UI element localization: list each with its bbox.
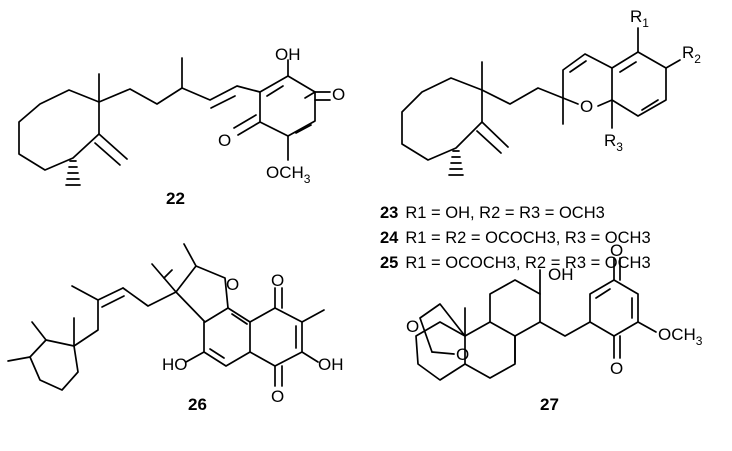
compound-27-structure: OH O O O O OCH3 27 xyxy=(406,241,703,414)
compound-27-quinone-o-bottom-label: O xyxy=(610,359,623,378)
compound-26-ho-label: HO xyxy=(162,355,188,374)
compound-27-lactone-o-label: O xyxy=(456,345,469,364)
compound-23-r3-label: R3 xyxy=(604,131,623,154)
compound-27-quinone-o-top-label: O xyxy=(610,241,623,260)
compound-26-number: 26 xyxy=(188,395,207,414)
compound-23-r1-label: R1 xyxy=(630,7,649,30)
compound-22-structure: OH O O OCH3 22 xyxy=(18,45,345,208)
compound-27-number: 27 xyxy=(540,395,559,414)
compound-23-25-structure: O R1 R2 R3 xyxy=(401,7,701,176)
compound-26-quinone-o-top-label: O xyxy=(271,271,284,290)
compound-22-carbonyl-o-label: O xyxy=(332,85,345,104)
compound-22-oh-label: OH xyxy=(275,45,301,64)
compound-22-number: 22 xyxy=(166,189,185,208)
compound-26-structure: O O O HO OH 26 xyxy=(7,243,344,414)
compound-23-r2-label: R2 xyxy=(682,43,701,66)
compound-23-ring-o-label: O xyxy=(580,97,593,116)
compound-27-methoxy-label: OCH3 xyxy=(658,325,703,348)
compound-22-carbonyl-o-label-2: O xyxy=(218,131,231,150)
compound-26-quinone-o-bottom-label: O xyxy=(271,387,284,406)
compound-26-furan-o-label: O xyxy=(226,275,239,294)
compound-22-methoxy-label: OCH3 xyxy=(266,163,311,186)
compound-27-bridge-o-label: O xyxy=(406,317,419,336)
compound-26-oh-label: OH xyxy=(318,355,344,374)
compound-27-oh-label: OH xyxy=(548,265,574,284)
